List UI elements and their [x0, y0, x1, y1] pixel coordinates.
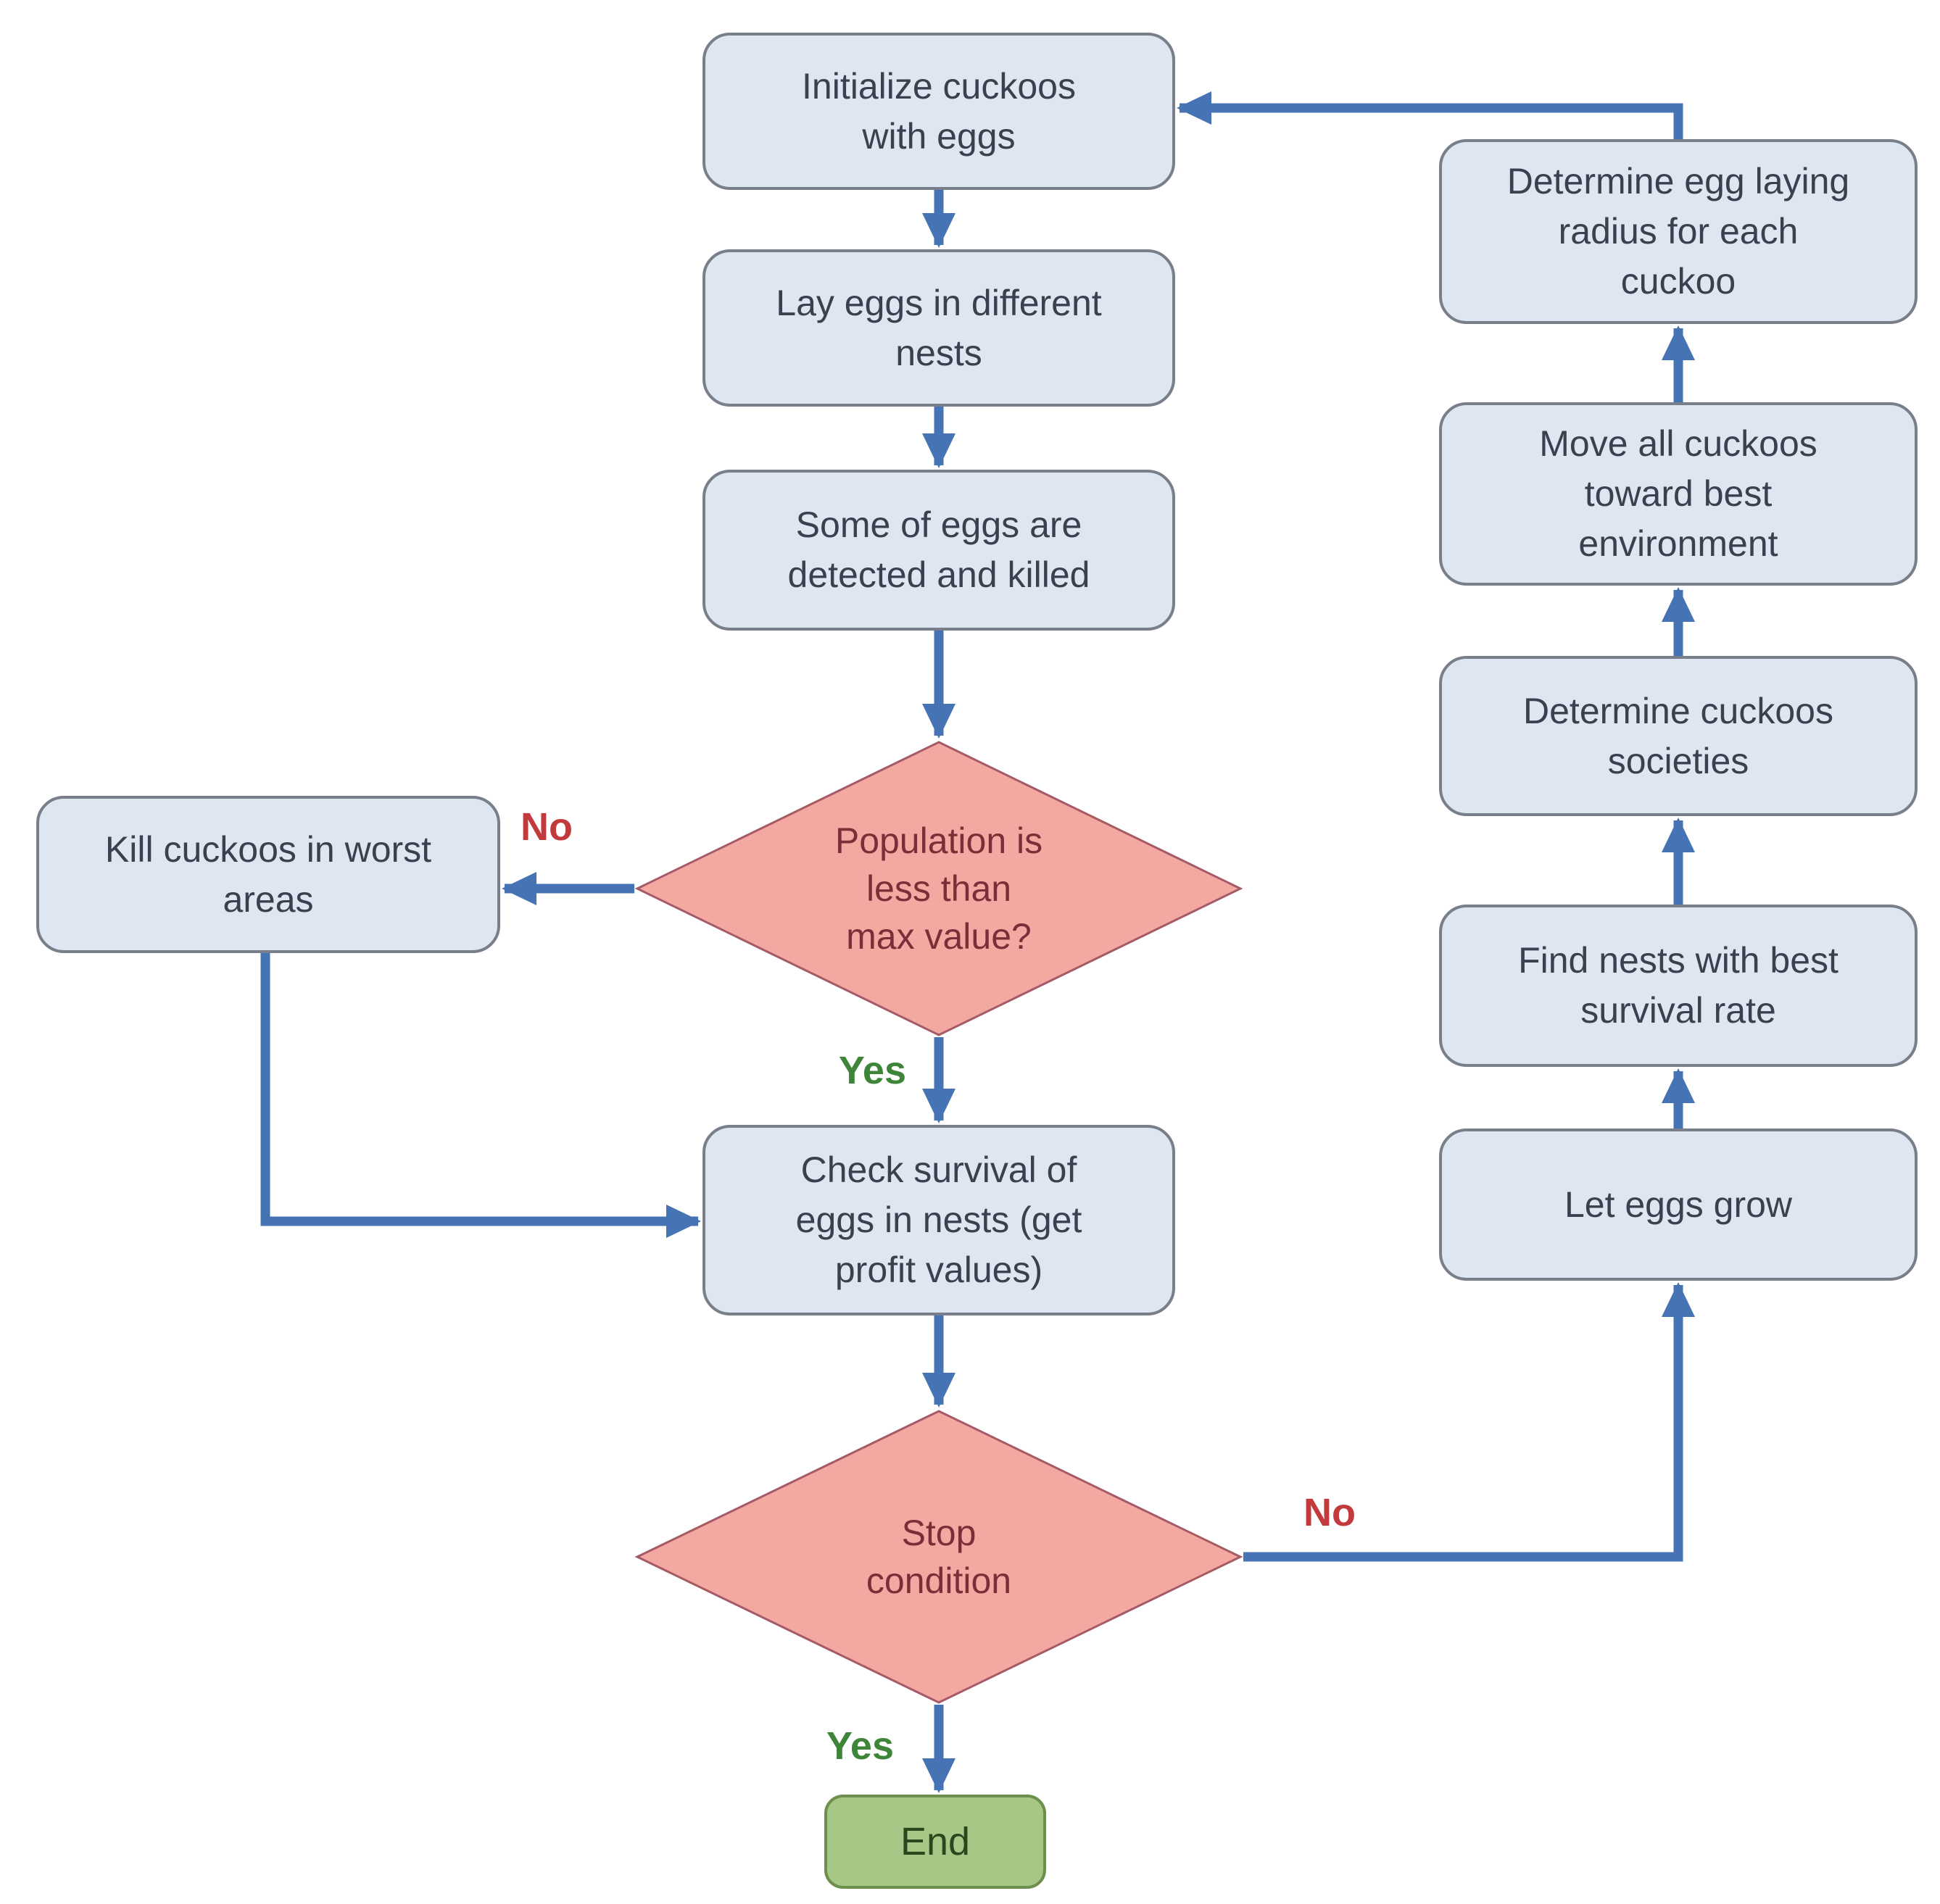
node-egg-laying-radius: Determine egg laying radius for each cuc… — [1439, 139, 1918, 324]
node-eggs-detected-killed: Some of eggs are detected and killed — [702, 470, 1175, 631]
node-initialize-cuckoos: Initialize cuckoos with eggs — [702, 33, 1175, 190]
node-find-best-nests: Find nests with best survival rate — [1439, 905, 1918, 1067]
decision-population-label: Population is less than max value? — [834, 820, 1043, 957]
node-lay-eggs: Lay eggs in different nests — [702, 249, 1175, 407]
decision-diamond-shape — [634, 741, 1243, 1036]
node-check-survival: Check survival of eggs in nests (get pro… — [702, 1125, 1175, 1315]
decision-diamond-shape — [634, 1410, 1243, 1704]
node-let-eggs-grow: Let eggs grow — [1439, 1128, 1918, 1281]
connector-radius-to-init — [1177, 91, 1683, 139]
decision-stop-label: Stop condition — [866, 1513, 1012, 1601]
edge-label-stop-yes: Yes — [826, 1724, 894, 1768]
edge-label-population-no: No — [521, 805, 573, 849]
node-end-terminator: End — [824, 1795, 1046, 1889]
node-move-cuckoos: Move all cuckoos toward best environment — [1439, 402, 1918, 586]
connector-kill-to-check — [260, 953, 701, 1238]
edge-label-population-yes: Yes — [838, 1049, 906, 1092]
node-kill-cuckoos-worst-areas: Kill cuckoos in worst areas — [36, 796, 500, 953]
decision-population-less-than-max: Population is less than max value? — [634, 740, 1243, 1037]
connector-stop-no-to-let-grow — [1243, 1282, 1695, 1562]
node-cuckoo-societies: Determine cuckoos societies — [1439, 656, 1918, 816]
decision-stop-condition: Stop condition — [634, 1409, 1243, 1705]
edge-label-stop-no: No — [1303, 1491, 1356, 1534]
